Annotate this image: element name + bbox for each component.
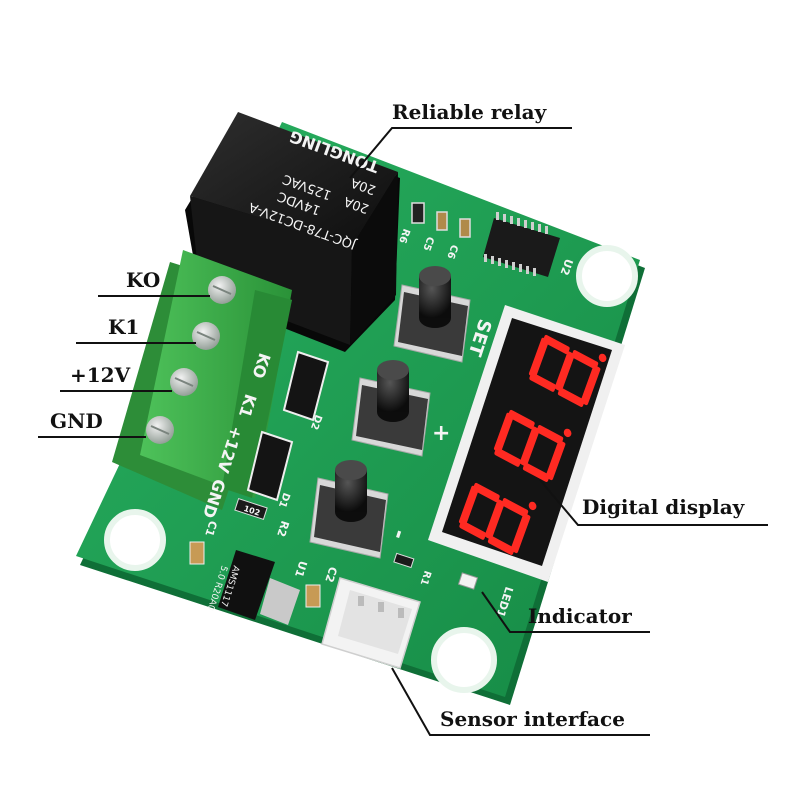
display-segment: [536, 425, 564, 445]
callout-sensor-label: Sensor interface: [440, 707, 625, 731]
mounting-hole-br: [431, 627, 497, 693]
silk-plus: +: [432, 421, 450, 446]
display-segment: [522, 462, 550, 483]
display-decimal-point: [598, 353, 607, 363]
display-segment: [473, 482, 500, 503]
callout-gnd-label: GND: [50, 409, 103, 433]
display-digit: [493, 409, 572, 483]
display-decimal-point: [528, 501, 537, 511]
display-segment: [494, 447, 521, 467]
silk-r6: R6: [396, 227, 411, 245]
diode-d2: D2: [282, 350, 330, 431]
digital-display: [428, 305, 625, 582]
screw-12v: [170, 368, 198, 396]
relay: JQC-T78-DC12V-A 14VDC 20A 125VAC 20A TON…: [185, 112, 400, 352]
regulator-u1: AMS1117 5.0 R20A0 U1: [205, 550, 310, 625]
display-segment: [545, 440, 566, 481]
silk-c6: C6: [444, 243, 459, 260]
display-decimal-point: [563, 428, 572, 438]
display-segment: [519, 426, 540, 467]
display-segment: [501, 498, 529, 518]
display-segment: [529, 372, 556, 392]
display-segment: [528, 337, 549, 378]
silk-c5: C5: [420, 235, 435, 252]
ic-u2: U2: [483, 212, 575, 277]
display-digit: [528, 334, 607, 408]
display-segment: [493, 412, 514, 453]
smd-r2: 102 R2: [234, 498, 292, 538]
callout-ko-label: KO: [126, 268, 161, 292]
display-segment: [557, 387, 585, 408]
display-digits: [458, 334, 607, 556]
display-segment: [554, 351, 575, 392]
callout-k1-label: K1: [108, 315, 140, 339]
sensor-callout-line: [391, 667, 650, 736]
display-segment: [580, 365, 601, 406]
relay-callout-line: [349, 127, 572, 179]
display-segment: [459, 520, 486, 540]
display-callout-line: [539, 479, 768, 526]
smd-c5: C5: [420, 211, 448, 252]
callout-12v-label: +12V: [70, 363, 131, 387]
sensor-connector: [321, 577, 421, 669]
display-segment: [458, 485, 479, 526]
minus-button[interactable]: [309, 460, 389, 559]
screw-ko: [208, 276, 236, 304]
callout-display-label: Digital display: [582, 495, 745, 519]
silk-c1: C1: [202, 519, 219, 538]
smd-c1: C1: [189, 519, 220, 565]
display-segment: [487, 535, 515, 556]
silk-u1: U1: [292, 559, 309, 579]
display-segment: [484, 499, 505, 540]
smd-c2: C2: [305, 565, 340, 608]
display-digit: [458, 482, 537, 556]
set-button[interactable]: [393, 266, 471, 363]
display-segment: [508, 409, 535, 430]
callout-indicator-label: Indicator: [528, 604, 632, 628]
smd-c6: C6: [444, 218, 471, 260]
display-segment: [571, 350, 599, 370]
screw-gnd: [146, 416, 174, 444]
silk-u2: U2: [558, 257, 576, 277]
callout-relay-label: Reliable relay: [392, 100, 547, 124]
smd-r1: R1: [393, 552, 433, 586]
terminal-block: [112, 250, 292, 510]
silk-r2: R2: [274, 519, 291, 538]
silk-d1: D1: [276, 491, 292, 509]
smd-r6: R6: [396, 202, 425, 245]
callout-lines: [38, 127, 768, 736]
plus-button[interactable]: [351, 360, 431, 457]
silk-r1: R1: [418, 569, 433, 586]
diode-d1: D1: [246, 430, 294, 509]
mounting-hole-bl: [104, 509, 166, 571]
display-segment: [510, 513, 531, 554]
display-segment: [543, 334, 570, 355]
silk-d2: D2: [308, 413, 324, 431]
mounting-hole-tr: [576, 245, 638, 307]
indicator-callout-line: [481, 591, 650, 633]
screw-k1: [192, 322, 220, 350]
silk-c2: C2: [322, 565, 339, 584]
